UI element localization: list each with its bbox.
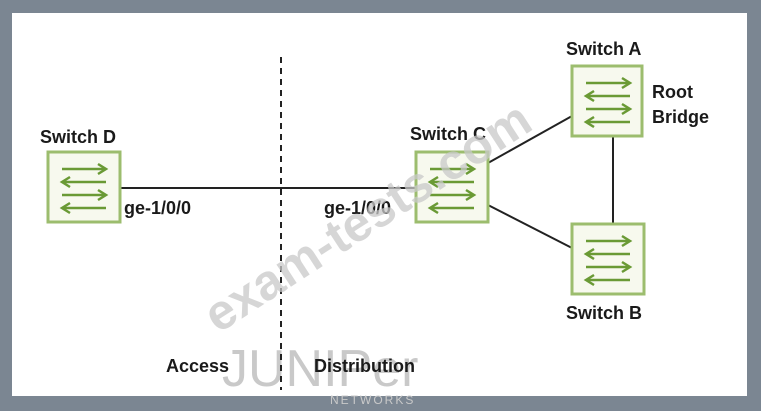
switch-c-label: Switch C xyxy=(410,124,486,144)
root-bridge-label-line1: Root xyxy=(652,82,693,102)
switch-c-icon xyxy=(414,150,490,224)
distribution-zone-label: Distribution xyxy=(314,356,415,376)
switch-a-label: Switch A xyxy=(566,39,641,59)
switch-a-icon xyxy=(570,64,644,138)
switch-b-icon xyxy=(570,222,646,296)
access-zone-label: Access xyxy=(166,356,229,376)
link-c-a xyxy=(487,115,573,164)
link-c-b xyxy=(487,204,573,249)
switch-b-label: Switch B xyxy=(566,303,642,323)
switch-d-icon xyxy=(46,150,122,224)
switch-d-port-label: ge-1/0/0 xyxy=(124,198,191,218)
watermark-logo: JUNIPer xyxy=(222,340,418,398)
watermark-logo-sub: NETWORKS xyxy=(330,393,415,407)
switch-c-port-label: ge-1/0/0 xyxy=(324,198,391,218)
switch-d-label: Switch D xyxy=(40,127,116,147)
root-bridge-label-line2: Bridge xyxy=(652,107,709,127)
